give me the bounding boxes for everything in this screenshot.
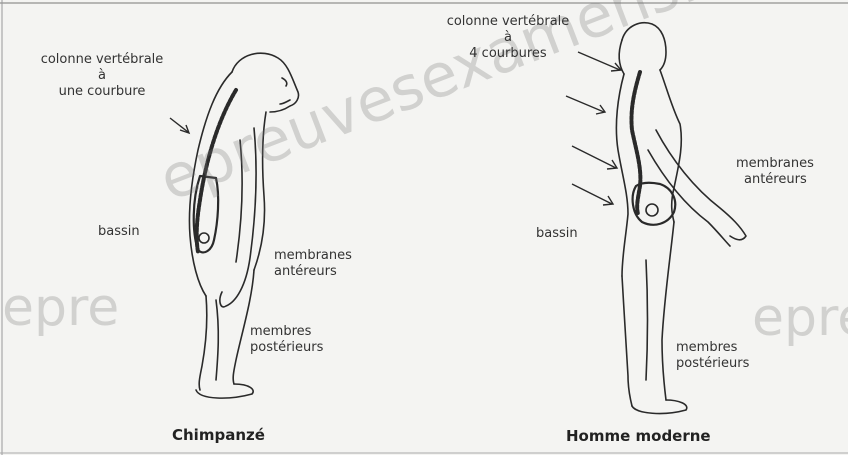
human-arm-upper xyxy=(656,130,746,240)
chimp-hip-joint xyxy=(199,233,209,243)
human-caption: Homme moderne xyxy=(566,428,711,444)
human-spine-label: colonne vertébrale à 4 courbures xyxy=(428,14,588,62)
chimp-spine-label-line2: à xyxy=(16,68,188,84)
chimp-hindlimbs-label-line1: membres xyxy=(250,324,323,340)
human-foot xyxy=(632,400,687,413)
chimp-eye xyxy=(282,78,287,86)
human-spine-label-line2: à xyxy=(428,30,588,46)
chimp-pelvis-label: bassin xyxy=(98,224,140,240)
human-spine-arrows xyxy=(566,52,621,205)
human-hip-joint xyxy=(646,204,658,216)
human-forelimbs-label: membranes antéreurs xyxy=(736,156,814,188)
chimp-spine-arrow xyxy=(170,118,189,133)
chimp-forelimbs-label-line2: antéreurs xyxy=(274,264,352,280)
chimp-spine-label-line3: une courbure xyxy=(16,84,188,100)
watermark-right: epre xyxy=(752,288,848,348)
human-spine-label-line3: 4 courbures xyxy=(428,46,588,62)
chimp-leg-inner xyxy=(216,300,218,380)
human-arrow-4 xyxy=(572,184,612,204)
chimp-foot xyxy=(196,384,253,398)
chimp-forelimbs-label-line1: membranes xyxy=(274,248,352,264)
human-hindlimbs-label-line1: membres xyxy=(676,340,749,356)
human-hindlimbs-label-line2: postérieurs xyxy=(676,356,749,372)
chimp-spine-label-line1: colonne vertébrale xyxy=(16,52,188,68)
human-hindlimbs-label: membres postérieurs xyxy=(676,340,749,372)
human-arrow-2 xyxy=(566,96,604,112)
human-front-outline xyxy=(660,70,681,222)
chimp-leg-back xyxy=(199,296,207,390)
chimp-hindlimbs-label-line2: postérieurs xyxy=(250,340,323,356)
chimp-forelimbs-label: membranes antéreurs xyxy=(274,248,352,280)
human-leg-front xyxy=(662,222,674,400)
watermark-left: epre xyxy=(2,278,119,338)
human-spine-label-line1: colonne vertébrale xyxy=(428,14,588,30)
chimp-spine-label: colonne vertébrale à une courbure xyxy=(16,52,188,100)
human-arm-lower xyxy=(648,150,730,246)
human-forelimbs-label-line2: antéreurs xyxy=(736,172,814,188)
human-forelimbs-label-line1: membranes xyxy=(736,156,814,172)
chimp-caption: Chimpanzé xyxy=(172,427,265,443)
human-leg-inner xyxy=(646,260,648,380)
human-leg-back xyxy=(622,276,632,406)
chimp-hindlimbs-label: membres postérieurs xyxy=(250,324,323,356)
human-back-outline xyxy=(616,74,628,276)
human-arrow-3 xyxy=(572,146,616,168)
human-pelvis-label: bassin xyxy=(536,226,578,242)
